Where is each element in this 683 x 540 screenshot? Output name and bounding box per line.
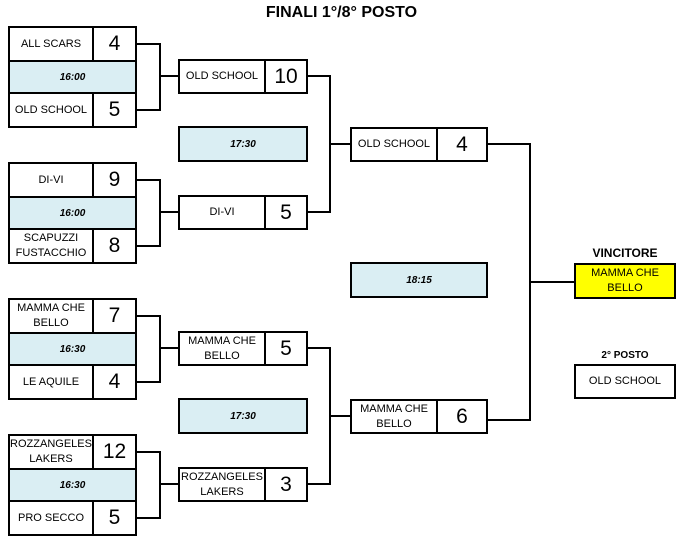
winner-label: VINCITORE: [592, 246, 658, 260]
r2-m2-team1: MAMMA CHE BELLO: [178, 331, 266, 366]
final-team1: OLD SCHOOL: [350, 127, 438, 162]
final-score1: 4: [436, 127, 488, 162]
r1-m3-team2: LE AQUILE: [8, 364, 94, 400]
r1-m3-team1: MAMMA CHE BELLO: [8, 298, 94, 334]
r1-m3-score1: 7: [92, 298, 137, 334]
r1-m4-time: 16:30: [8, 468, 137, 502]
second-place-box: OLD SCHOOL: [574, 364, 676, 399]
r2-m2-team2: ROZZANGELES LAKERS: [178, 467, 266, 502]
r2-m2-time: 17:30: [178, 398, 308, 434]
r1-m2-team1: DI-VI: [8, 162, 94, 198]
r2-m1-time: 17:30: [178, 126, 308, 162]
r1-m4-score1: 12: [92, 434, 137, 470]
r1-m1-team1: ALL SCARS: [8, 26, 94, 62]
r1-m4-score2: 5: [92, 500, 137, 536]
final-time: 18:15: [350, 262, 488, 298]
r1-m3-score2: 4: [92, 364, 137, 400]
r1-m3-time: 16:30: [8, 332, 137, 366]
r1-m2-score2: 8: [92, 228, 137, 264]
r2-m1-team2: DI-VI: [178, 195, 266, 230]
r1-m4-team1: ROZZANGELES LAKERS: [8, 434, 94, 470]
r2-m1-team1: OLD SCHOOL: [178, 59, 266, 94]
r2-m2-score2: 3: [264, 467, 308, 502]
r1-m1-score1: 4: [92, 26, 137, 62]
r1-m2-score1: 9: [92, 162, 137, 198]
r1-m4-team2: PRO SECCO: [8, 500, 94, 536]
r2-m1-score1: 10: [264, 59, 308, 94]
r1-m1-team2: OLD SCHOOL: [8, 92, 94, 128]
winner-box: MAMMA CHE BELLO: [574, 263, 676, 299]
r1-m2-team2: SCAPUZZI FUSTACCHIO: [8, 228, 94, 264]
final-score2: 6: [436, 399, 488, 434]
second-place-label: 2° POSTO: [601, 350, 649, 361]
final-team2: MAMMA CHE BELLO: [350, 399, 438, 434]
r2-m2-score1: 5: [264, 331, 308, 366]
r1-m2-time: 16:00: [8, 196, 137, 230]
r2-m1-score2: 5: [264, 195, 308, 230]
page-title: FINALI 1°/8° POSTO: [265, 4, 418, 21]
r1-m1-score2: 5: [92, 92, 137, 128]
r1-m1-time: 16:00: [8, 60, 137, 94]
